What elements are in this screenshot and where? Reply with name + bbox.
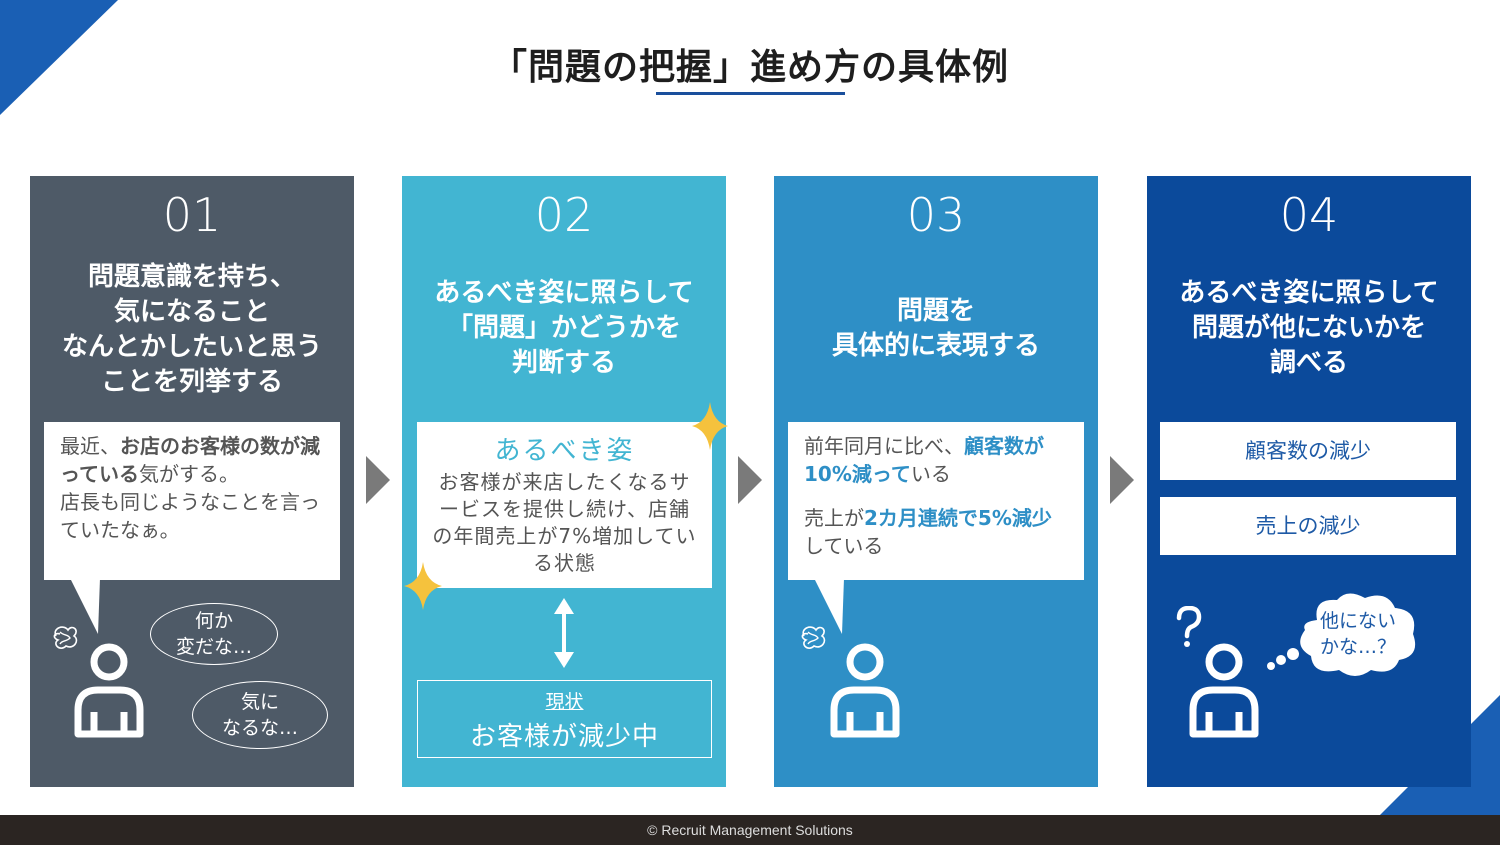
thought-cloud xyxy=(1300,593,1416,676)
thought-note: 最近、お店のお客様の数が減っている気がする。 店長も同じようなことを言っていたな… xyxy=(44,422,340,580)
ideal-state-text: お客様が来店したくなるサービスを提供し続け、店舗の年間売上が7%増加している状態 xyxy=(432,470,697,575)
page-title: 「問題の把握」進め方の具体例 xyxy=(490,47,1009,88)
step-number: 02 xyxy=(534,188,594,242)
step-panel-03: 03 問題を 具体的に表現する 前年同月に比べ、顧客数が10%減っている 売上が… xyxy=(774,176,1098,787)
worry-scribble-icon xyxy=(801,626,826,649)
worry-scribble-icon xyxy=(53,626,78,649)
step-heading: 問題を 具体的に表現する xyxy=(831,296,1040,361)
problem-item: 顧客数の減少 xyxy=(1160,422,1456,480)
problem-item: 売上の減少 xyxy=(1160,497,1456,555)
statement-line: 前年同月に比べ、顧客数が10%減っている xyxy=(804,434,1044,486)
note-pointer xyxy=(70,578,100,634)
person-icon xyxy=(830,643,900,738)
current-state-label: 現状 xyxy=(545,691,584,713)
note-pointer xyxy=(814,578,844,634)
sparkle-icon xyxy=(404,562,442,610)
step-number: 03 xyxy=(906,188,966,242)
step-arrow xyxy=(366,456,390,504)
thought-bubble-text: 他にない かな…？ xyxy=(1319,610,1396,658)
step-heading: あるべき姿に照らして 問題が他にないかを 調べる xyxy=(1179,278,1439,378)
note-text: 最近、 xyxy=(60,434,120,458)
sparkle-icon xyxy=(692,402,728,450)
thought-dots-icon xyxy=(1267,648,1299,670)
speech-bubble: 気に なるな… xyxy=(192,681,328,749)
note-text: 店長も同じようなことを言っていたなぁ。 xyxy=(60,490,320,542)
step-panel-01: 01 問題意識を持ち、 気になること なんとかしたいと思う ことを列挙する 最近… xyxy=(30,176,354,787)
note-text: 気がする。 xyxy=(139,462,239,486)
step-arrow xyxy=(1110,456,1134,504)
ideal-state-label: あるべき姿 xyxy=(494,436,635,466)
step-panel-04: 04 あるべき姿に照らして 問題が他にないかを 調べる 顧客数の減少 売上の減少… xyxy=(1147,176,1471,787)
step-heading: あるべき姿に照らして 「問題」かどうかを 判断する xyxy=(434,278,694,378)
step-panel-02: 02 あるべき姿に照らして 「問題」かどうかを 判断する あるべき姿 お客様が来… xyxy=(402,176,728,787)
step-arrow xyxy=(738,456,762,504)
step-number: 01 xyxy=(162,188,222,242)
person-icon xyxy=(74,643,144,738)
note-highlight: お店のお客様の数が減っている xyxy=(60,434,320,486)
problem-statement-box: 前年同月に比べ、顧客数が10%減っている 売上が2カ月連続で5%減少している xyxy=(788,422,1084,580)
footer-copyright: © Recruit Management Solutions xyxy=(0,815,1500,845)
ideal-state-box: あるべき姿 お客様が来店したくなるサービスを提供し続け、店舗の年間売上が7%増加… xyxy=(417,422,712,588)
double-arrow-icon xyxy=(554,598,574,668)
statement-line: 売上が2カ月連続で5%減少している xyxy=(804,506,1052,558)
current-state-text: お客様が減少中 xyxy=(469,722,659,752)
person-icon xyxy=(1189,643,1259,738)
step-heading: 問題意識を持ち、 気になること なんとかしたいと思う ことを列挙する xyxy=(61,262,322,397)
corner-decoration-top-left xyxy=(0,0,118,115)
current-state-box: 現状 お客様が減少中 xyxy=(417,680,712,758)
title-underline xyxy=(656,92,845,95)
speech-bubble: 何か 変だな… xyxy=(150,603,278,665)
question-mark-icon xyxy=(1176,606,1202,647)
step-number: 04 xyxy=(1279,188,1339,242)
